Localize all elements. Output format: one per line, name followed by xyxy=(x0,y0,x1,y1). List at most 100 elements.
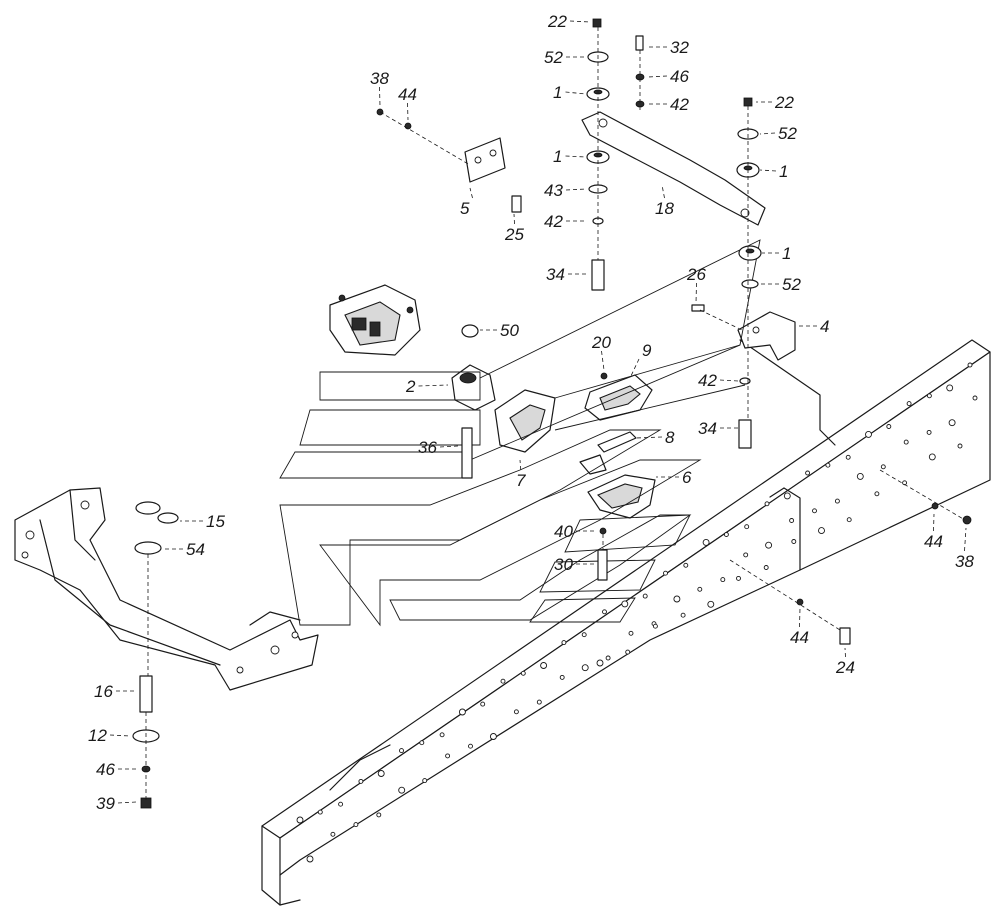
callout-leader-52 xyxy=(759,132,776,135)
rail-hole xyxy=(439,732,445,738)
callout-12: 12 xyxy=(88,726,107,745)
rail-hole xyxy=(652,623,658,629)
rail-hole xyxy=(834,498,840,504)
rail-hole xyxy=(856,472,864,480)
rail-hole xyxy=(596,659,604,667)
callout-leader-44 xyxy=(933,513,935,532)
rail-hole xyxy=(489,733,497,740)
callout-43: 43 xyxy=(544,181,563,200)
rail-hole xyxy=(906,401,912,407)
rail-hole xyxy=(683,562,689,568)
rail-hole xyxy=(865,430,872,438)
rail-hole xyxy=(561,640,567,646)
callout-44: 44 xyxy=(790,628,809,647)
callout-22: 22 xyxy=(547,12,567,31)
callout-38: 38 xyxy=(955,552,974,571)
rail-hole xyxy=(903,439,909,445)
callout-leader-22 xyxy=(569,20,591,23)
callout-52: 52 xyxy=(782,275,801,294)
rail-hole xyxy=(306,855,314,863)
callout-leader-24 xyxy=(844,647,846,658)
frame-rail-holes xyxy=(296,362,978,863)
rail-hole xyxy=(874,491,880,497)
rail-hole xyxy=(398,786,406,794)
rail-hole xyxy=(445,753,451,759)
callout-leader-8 xyxy=(635,436,663,439)
rail-hole xyxy=(928,453,936,461)
rail-hole xyxy=(663,570,668,576)
rail-hole xyxy=(330,831,336,837)
callout-39: 39 xyxy=(96,794,115,813)
callout-leader-12 xyxy=(109,734,131,737)
rail-hole xyxy=(422,778,428,784)
mount-9 xyxy=(584,374,653,421)
callout-52: 52 xyxy=(778,124,797,143)
rail-hole xyxy=(846,517,852,523)
callout-22: 22 xyxy=(774,93,794,112)
callout-44: 44 xyxy=(398,85,417,104)
callout-leader-18 xyxy=(661,184,665,199)
rail-hole xyxy=(399,748,404,754)
mount-7 xyxy=(494,389,556,453)
callout-36: 36 xyxy=(418,438,437,457)
rail-hole xyxy=(880,464,886,470)
callout-42: 42 xyxy=(698,371,717,390)
rail-hole xyxy=(536,699,542,705)
callout-34: 34 xyxy=(698,419,717,438)
callout-leader-44 xyxy=(799,607,801,628)
plate-5 xyxy=(464,137,506,183)
rail-hole xyxy=(744,524,750,530)
callout-leader-26 xyxy=(695,282,697,304)
callout-42: 42 xyxy=(670,95,689,114)
callout-4: 4 xyxy=(820,317,829,336)
callout-1: 1 xyxy=(782,244,791,263)
rail-hole xyxy=(723,532,729,537)
callout-50: 50 xyxy=(500,321,519,340)
rail-hole xyxy=(845,454,851,460)
rail-hole xyxy=(825,462,831,468)
callout-46: 46 xyxy=(670,67,689,86)
callout-18: 18 xyxy=(655,199,674,218)
callout-46: 46 xyxy=(96,760,115,779)
rail-hole xyxy=(736,575,741,581)
callout-leader-5 xyxy=(469,187,473,199)
rail-hole xyxy=(886,424,892,429)
rail-hole xyxy=(513,709,519,715)
callout-leader-25 xyxy=(513,213,515,225)
callout-15: 15 xyxy=(206,512,225,531)
callout-leader-2 xyxy=(418,384,449,387)
callout-26: 26 xyxy=(686,265,706,284)
rail-hole xyxy=(805,470,811,476)
callout-25: 25 xyxy=(504,225,524,244)
callout-leader-43 xyxy=(565,188,587,191)
callout-42: 42 xyxy=(544,212,563,231)
strap-18 xyxy=(581,111,766,226)
crossmember xyxy=(14,487,319,691)
callout-30: 30 xyxy=(554,555,573,574)
rail-hole xyxy=(480,701,486,707)
callout-leader-1 xyxy=(565,91,587,95)
fasteners xyxy=(132,18,972,809)
rail-hole xyxy=(628,630,634,636)
rail-hole xyxy=(702,538,710,546)
rail-hole xyxy=(926,429,932,435)
rail-hole xyxy=(621,600,629,608)
bracket-6 xyxy=(587,474,656,519)
rail-hole xyxy=(419,740,425,746)
rail-hole xyxy=(680,612,686,618)
washer-stack-right xyxy=(736,97,762,449)
rail-hole xyxy=(673,595,681,603)
rail-hole xyxy=(926,393,932,399)
callout-leader-44 xyxy=(407,102,409,121)
rail-hole xyxy=(957,443,963,449)
callout-leader-38 xyxy=(964,527,967,552)
rail-hole xyxy=(763,565,769,570)
callout-5: 5 xyxy=(460,199,470,218)
rail-hole xyxy=(581,632,587,638)
rail-hole xyxy=(697,586,703,592)
rail-hole xyxy=(720,577,726,583)
callout-44: 44 xyxy=(924,532,943,551)
rail-hole xyxy=(783,492,791,500)
